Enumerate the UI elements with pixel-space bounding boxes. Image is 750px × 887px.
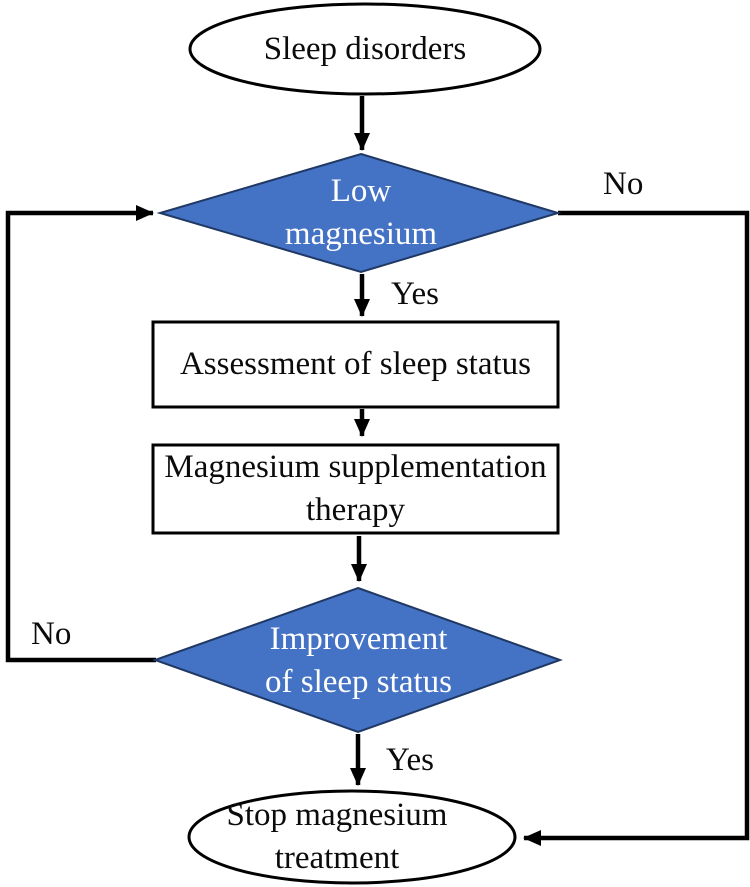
decision1-diamond-shape: [156, 152, 562, 274]
connector-decision1-no-to-end: [523, 210, 750, 846]
assessment-process-shape: [151, 320, 560, 409]
start-terminator-shape: [188, 2, 542, 96]
connector-decision2-no-to-decision1: [5, 205, 156, 663]
decision2-diamond-shape: [152, 586, 563, 734]
end-terminator-shape: [187, 789, 517, 885]
therapy-process-shape: [151, 443, 560, 535]
